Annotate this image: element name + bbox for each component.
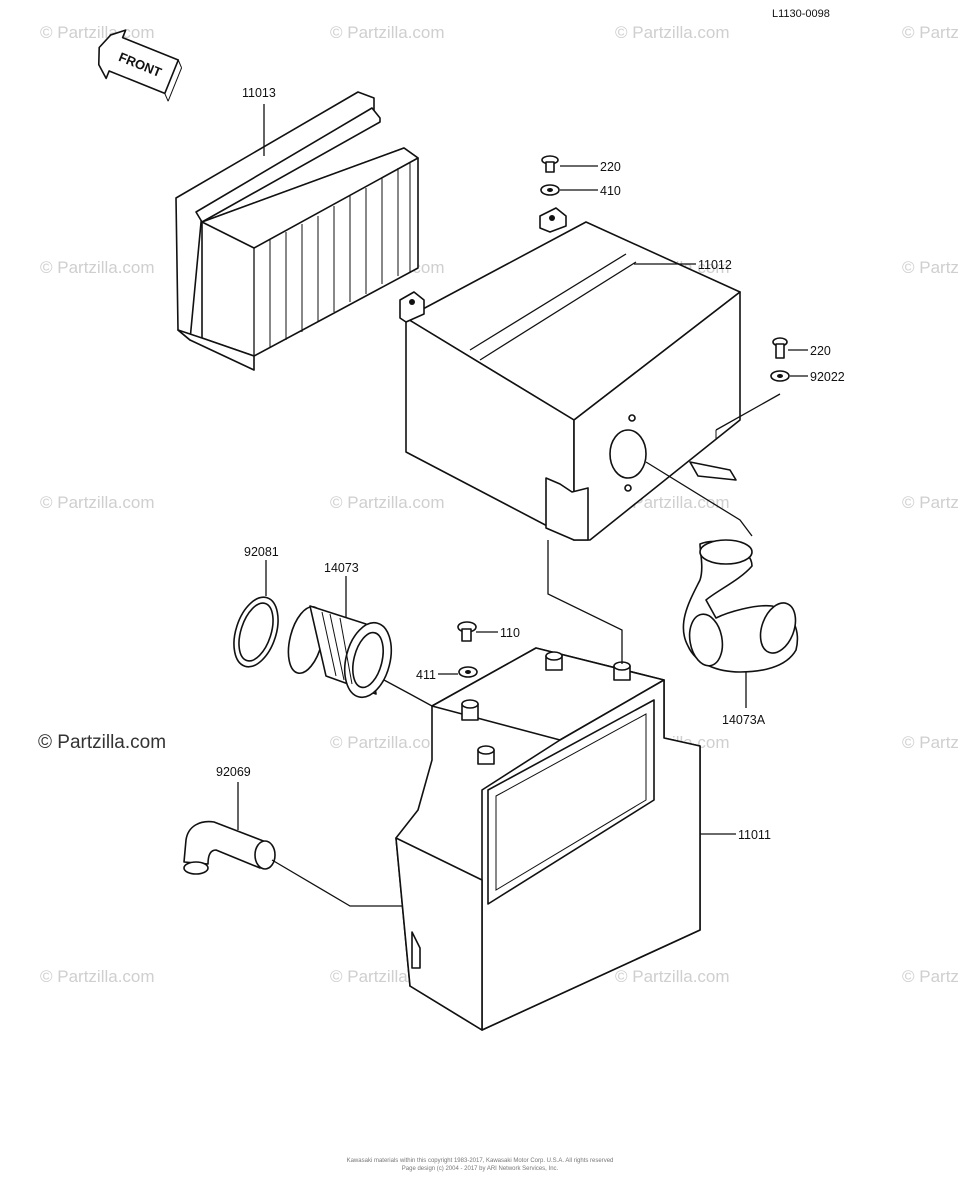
bolt-icon bbox=[457, 621, 477, 642]
part-label-92081: 92081 bbox=[244, 545, 279, 559]
copyright-line-2: Page design (c) 2004 - 2017 by ARI Netwo… bbox=[402, 1166, 559, 1172]
washer-icon bbox=[540, 184, 560, 196]
watermark: © Partzilla.com bbox=[330, 493, 445, 512]
part-label-411: 411 bbox=[416, 668, 436, 682]
air-cleaner-case bbox=[395, 647, 701, 1031]
drain-hose bbox=[183, 820, 276, 875]
air-filter-element bbox=[175, 91, 419, 371]
bolt-icon bbox=[541, 155, 559, 173]
part-label-11012: 11012 bbox=[698, 258, 732, 272]
watermark: © Partzilla.com bbox=[902, 733, 960, 752]
part-label-220-right: 220 bbox=[810, 344, 831, 358]
duct-port bbox=[609, 429, 647, 479]
watermark: © Partzilla.com bbox=[902, 258, 960, 277]
watermark: © Partzilla.com bbox=[902, 23, 960, 42]
diagram-id: L1130-0098 bbox=[772, 8, 830, 20]
watermark: © Partzilla.com bbox=[40, 493, 155, 512]
front-arrow-shape bbox=[97, 29, 180, 95]
watermark: © Partzilla.com bbox=[40, 967, 155, 986]
front-arrow-icon: FRONT bbox=[97, 29, 183, 102]
watermark: © Partzilla.com bbox=[902, 493, 960, 512]
filter-pleats bbox=[269, 162, 411, 348]
watermark: © Partzilla.com bbox=[902, 967, 960, 986]
watermark: © Partzilla.com bbox=[40, 23, 155, 42]
part-label-11011: 11011 bbox=[738, 828, 771, 842]
watermark: © Partzilla.com bbox=[615, 23, 730, 42]
part-label-410: 410 bbox=[600, 184, 621, 198]
case-bosses bbox=[461, 651, 631, 765]
part-label-92069: 92069 bbox=[216, 765, 251, 779]
part-label-110: 110 bbox=[500, 626, 520, 640]
part-label-14073A: 14073A bbox=[722, 713, 766, 727]
bolt-icon bbox=[772, 337, 788, 359]
assembly-line bbox=[547, 540, 623, 664]
watermark-main: © Partzilla.com bbox=[38, 732, 166, 753]
assembly-line bbox=[383, 679, 433, 707]
copyright-line-1: Kawasaki materials within this copyright… bbox=[347, 1158, 614, 1164]
elbow-hose bbox=[682, 539, 799, 673]
part-label-11013: 11013 bbox=[242, 86, 276, 100]
watermark: © Partzilla.com bbox=[330, 23, 445, 42]
watermark: © Partzilla.com bbox=[615, 967, 730, 986]
o-ring-icon bbox=[233, 596, 279, 668]
air-cleaner-cover bbox=[399, 207, 741, 541]
washer-icon bbox=[458, 666, 478, 678]
part-label-220-top: 220 bbox=[600, 160, 621, 174]
watermark: © Partzilla.com bbox=[40, 258, 155, 277]
part-label-92022: 92022 bbox=[810, 370, 845, 384]
part-label-14073: 14073 bbox=[324, 561, 359, 575]
watermark: © Partzilla.com bbox=[330, 733, 445, 752]
washer-icon bbox=[770, 370, 790, 382]
intake-duct bbox=[287, 605, 393, 699]
